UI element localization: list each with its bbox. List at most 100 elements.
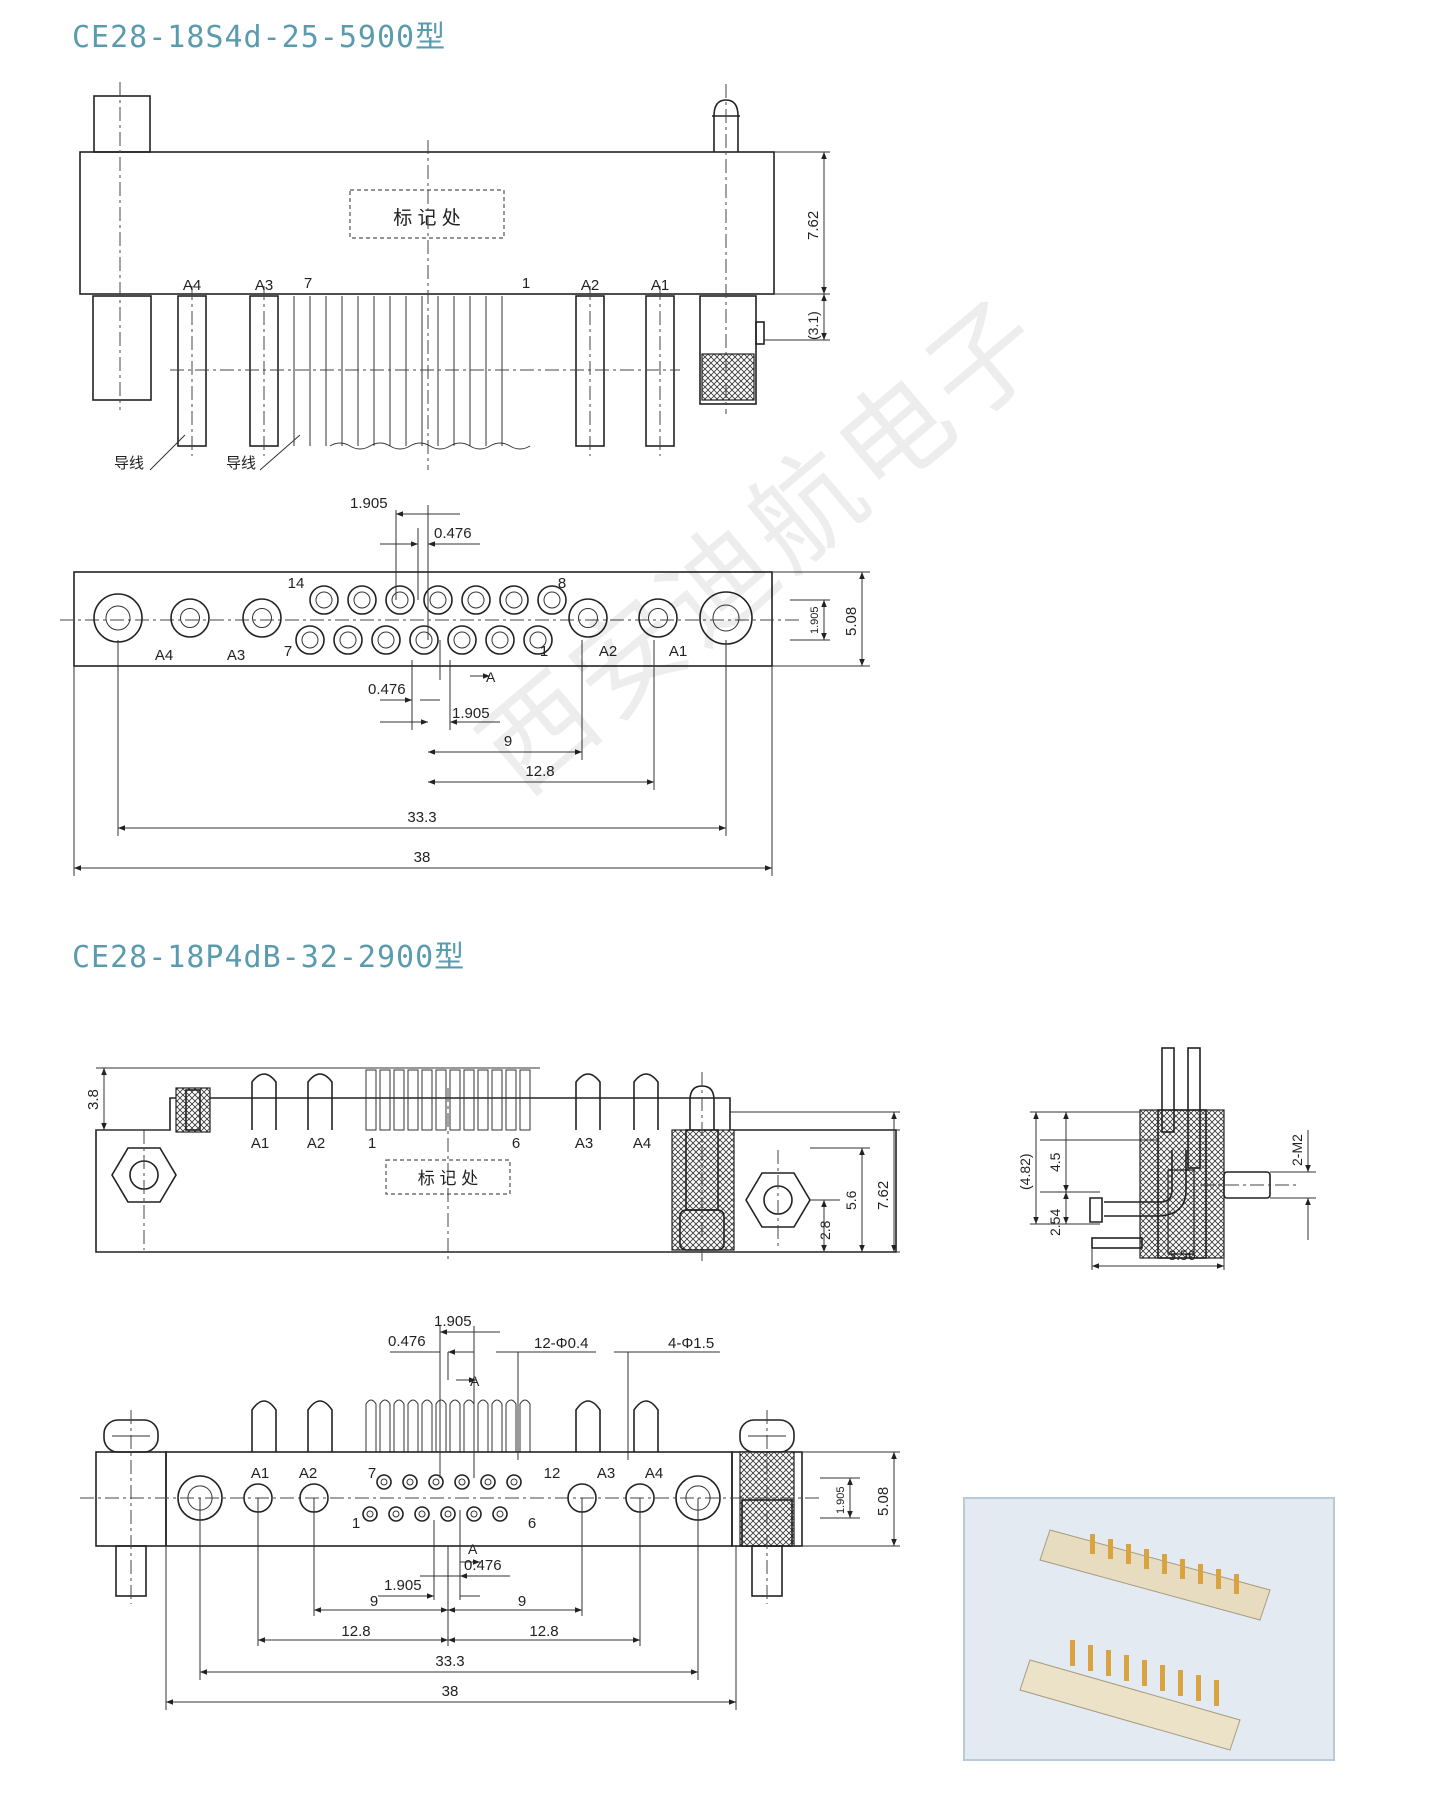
bottom-section-a2: A (468, 1541, 478, 1557)
dim-bottom-333: 33.3 (435, 1653, 464, 1670)
power-contact-hole (93, 593, 143, 643)
photo-pin (1106, 1650, 1111, 1676)
power-contact-hole (170, 598, 210, 638)
signal-hole-top (499, 585, 529, 615)
power-contact-hole-inner (252, 608, 272, 628)
signal-hole-bottom-inner (444, 1510, 452, 1518)
signal-hole-bottom (371, 625, 401, 655)
signal-hole-top (428, 1474, 444, 1490)
dim-side-356: 3.56 (1168, 1247, 1195, 1263)
power-contact-hole (638, 598, 678, 638)
top-marking-label: 标 记 处 (393, 207, 461, 229)
signal-hole-bottom (492, 1506, 508, 1522)
photo-pin (1070, 1640, 1075, 1666)
photo-pin (1234, 1574, 1239, 1594)
signal-hole-top-inner (406, 1478, 414, 1486)
photo-pin (1090, 1534, 1095, 1554)
signal-pin-tip (463, 1399, 475, 1452)
power-pin-tip (307, 1073, 333, 1130)
signal-hole-top (461, 585, 491, 615)
power-pin-tip (575, 1073, 601, 1130)
dim-bottom-128-right: 12.8 (529, 1623, 558, 1640)
signal-hole-top-inner (543, 591, 561, 609)
signal-pin-tip (505, 1399, 517, 1452)
power-contact-hole (568, 598, 608, 638)
signal-pin-tip (407, 1399, 419, 1452)
face-label-a4: A4 (155, 647, 173, 664)
dim-bottom-pitch2: 1.905 (384, 1577, 422, 1594)
signal-hole-bottom (409, 625, 439, 655)
signal-hole-bottom-inner (392, 1510, 400, 1518)
photo-pin (1124, 1655, 1129, 1681)
signal-hole-bottom-inner (491, 631, 509, 649)
signal-hole-bottom (485, 625, 515, 655)
face-label-a3: A3 (227, 647, 245, 664)
signal-hole-bottom (388, 1506, 404, 1522)
signal-hole-top-inner (429, 591, 447, 609)
signal-hole-bottom (295, 625, 325, 655)
bottom-front-view: 标 记 处 A1 A2 1 6 A3 A4 3.8 2.8 5.6 7.62 (85, 1067, 900, 1262)
photo-pin (1216, 1569, 1221, 1589)
signal-pin-tip (365, 1069, 377, 1131)
power-pin-tip (307, 1400, 333, 1452)
signal-pin-tip (365, 1399, 377, 1452)
top-label-a2: A2 (581, 277, 599, 294)
dim-top-pitch2: 1.905 (452, 705, 490, 722)
signal-pin-tip (393, 1069, 405, 1131)
signal-pin-tip (407, 1069, 419, 1131)
top-face-view: 14 8 7 1 A4 A3 A2 A1 1.905 0.476 A 0.476… (60, 495, 870, 876)
signal-hole-top-inner (510, 1478, 518, 1486)
bf-label-1: 1 (368, 1135, 376, 1152)
signal-hole-bottom (414, 1506, 430, 1522)
bface-label-a4: A4 (645, 1465, 663, 1482)
signal-hole-top (454, 1474, 470, 1490)
dim-top-9: 9 (504, 733, 512, 750)
signal-pin-tip (491, 1399, 503, 1452)
bface-label-7: 7 (368, 1465, 376, 1482)
dim-bottom-508: 5.08 (875, 1487, 892, 1516)
dim-top-508: 5.08 (843, 607, 860, 636)
signal-hole-top-inner (353, 591, 371, 609)
signal-hole-bottom (523, 625, 553, 655)
signal-hole-bottom (466, 1506, 482, 1522)
dim-top-38: 38 (414, 849, 431, 866)
power-contact-hole-inner (180, 608, 200, 628)
signal-hole-top (385, 585, 415, 615)
photo-pin (1088, 1645, 1093, 1671)
bface-label-6: 6 (528, 1515, 536, 1532)
dim-bottom-offset: 0.476 (388, 1333, 426, 1350)
bface-label-1: 1 (352, 1515, 360, 1532)
signal-hole-bottom-inner (366, 1510, 374, 1518)
dim-top-333: 33.3 (407, 809, 436, 826)
dim-side-m2: 2-M2 (1289, 1134, 1305, 1166)
signal-hole-top-inner (315, 591, 333, 609)
dim-bottom-128-left: 12.8 (341, 1623, 370, 1640)
signal-hole-bottom-inner (496, 1510, 504, 1518)
signal-hole-bottom-inner (301, 631, 319, 649)
signal-pin-tip (421, 1069, 433, 1131)
photo-pin (1142, 1660, 1147, 1686)
signal-pin-tip (379, 1399, 391, 1452)
top-label-1: 1 (522, 275, 530, 292)
power-contact-hole (242, 598, 282, 638)
top-section-a: A (486, 669, 496, 685)
photo-pin (1214, 1680, 1219, 1706)
dim-bottom-9-left: 9 (370, 1593, 378, 1610)
signal-pin-tip (463, 1069, 475, 1131)
bf-label-a3: A3 (575, 1135, 593, 1152)
signal-pin-tip (477, 1069, 489, 1131)
signal-pin-tip (449, 1399, 461, 1452)
signal-hole-bottom-inner (339, 631, 357, 649)
signal-hole-top (402, 1474, 418, 1490)
signal-hole-top-inner (505, 591, 523, 609)
dim-bottom-9-right: 9 (518, 1593, 526, 1610)
signal-pin-tip (379, 1069, 391, 1131)
power-contact-hole-inner (578, 608, 598, 628)
dim-bottom-38: 38 (442, 1683, 459, 1700)
photo-pin (1126, 1544, 1131, 1564)
face-label-a1: A1 (669, 643, 687, 660)
power-pin-tip (575, 1400, 601, 1452)
wire-label-right: 导线 (226, 455, 256, 472)
bf-label-6: 6 (512, 1135, 520, 1152)
